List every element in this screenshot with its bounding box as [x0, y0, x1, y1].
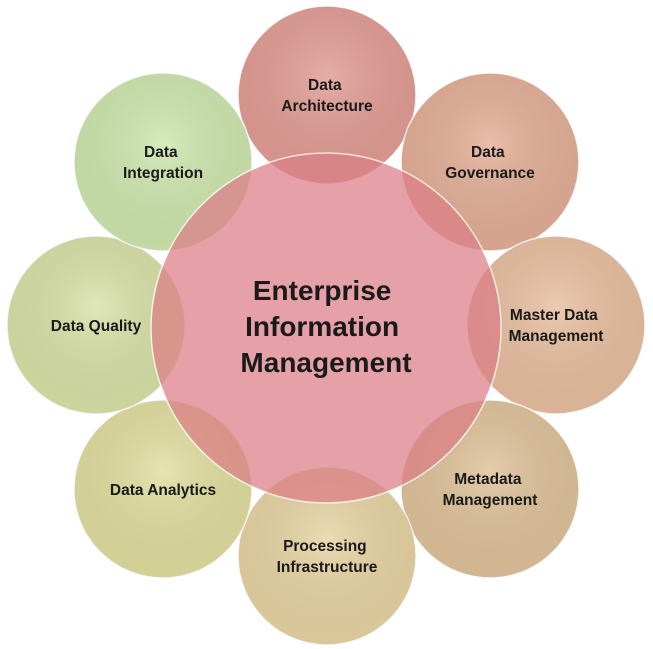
- satellite-data-architecture: Data Architecture: [237, 5, 417, 185]
- satellite-label: Metadata Management: [443, 471, 538, 509]
- satellite-label: Data Quality: [51, 318, 142, 335]
- satellite-label: Master Data Management: [509, 307, 604, 345]
- satellite-label: Processing Infrastructure: [277, 538, 378, 576]
- satellite-master-data-management: Master Data Management: [466, 235, 646, 415]
- satellite-label: Data Analytics: [110, 482, 216, 499]
- satellite-label: Data Architecture: [281, 77, 373, 115]
- satellite-label: Data Integration: [123, 144, 203, 182]
- satellite-label: Data Governance: [445, 144, 535, 182]
- hub-circle: [150, 152, 502, 504]
- satellite-processing-infrastructure: Processing Infrastructure: [237, 466, 417, 646]
- hub-label: Enterprise Information Management: [240, 275, 411, 378]
- satellite-data-quality: Data Quality: [6, 235, 186, 415]
- hub-enterprise-information-management: Enterprise Information Management: [150, 152, 502, 504]
